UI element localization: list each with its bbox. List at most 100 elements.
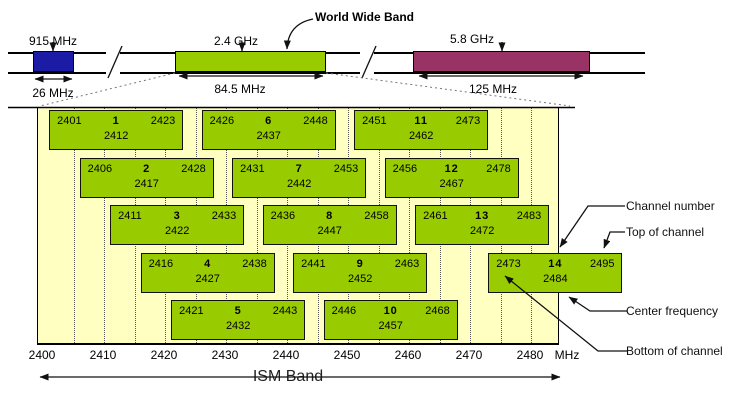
band-2.4ghz-width: 84.5 MHz [214, 82, 266, 96]
channel-box-1: 2401 1 2423 2412 [49, 110, 184, 150]
channel-7-center-freq: 2442 [286, 177, 312, 190]
channel-4-top-freq: 2438 [242, 257, 267, 270]
channel-13-center-freq: 2472 [469, 225, 495, 237]
gridline-2410 [104, 108, 105, 343]
channel-8-number: 8 [326, 210, 334, 222]
channel-1-bottom-freq: 2401 [57, 115, 82, 127]
channel-11-center-freq: 2462 [408, 130, 434, 142]
channel-3-bottom-freq: 2411 [118, 210, 142, 222]
world-wide-band-arrow [283, 18, 314, 50]
channel-8-center-freq: 2447 [317, 225, 342, 237]
channel-10-center-freq: 2457 [378, 320, 403, 332]
world-wide-band-label: World Wide Band [315, 10, 414, 24]
annotation-top-of-channel: Top of channel [626, 225, 705, 239]
channel-13-top-freq: 2483 [516, 210, 542, 222]
channel-4-center-freq: 2427 [195, 272, 220, 285]
x-tick-2400: 2400 [28, 348, 56, 362]
channel-5-top-freq: 2443 [272, 305, 298, 317]
channel-14-center-freq: 2484 [543, 272, 568, 285]
channel-6-bottom-freq: 2426 [209, 115, 235, 127]
x-tick-2430: 2430 [211, 348, 239, 362]
channel-1-number: 1 [112, 115, 120, 127]
channel-1-center-freq: 2412 [103, 130, 129, 142]
channel-2-number: 2 [143, 162, 151, 175]
x-tick-2480: 2480 [516, 348, 544, 362]
channel-13-number: 13 [475, 210, 490, 222]
channel-12-bottom-freq: 2456 [392, 162, 418, 175]
channel-10-number: 10 [383, 305, 398, 317]
channel-3-number: 3 [173, 210, 181, 222]
channel-11-top-freq: 2473 [455, 115, 481, 127]
x-tick-2450: 2450 [333, 348, 361, 362]
channel-6-center-freq: 2437 [256, 130, 281, 142]
channel-7-bottom-freq: 2431 [240, 162, 265, 175]
x-tick-2420: 2420 [150, 348, 178, 362]
channel-box-3: 2411 3 2433 2422 [110, 205, 245, 245]
channel-box-11: 2451 11 2473 2462 [354, 110, 489, 150]
channel-7-number: 7 [295, 162, 303, 175]
leader-center-frequency [568, 296, 627, 312]
leader-channel-number [559, 205, 625, 248]
channel-6-top-freq: 2448 [303, 115, 328, 127]
channel-5-number: 5 [234, 305, 242, 317]
channel-6-number: 6 [265, 115, 273, 127]
channel-8-bottom-freq: 2436 [270, 210, 296, 222]
channel-box-12: 2456 12 2478 2467 [384, 157, 519, 198]
band-915mhz-box [33, 51, 74, 72]
channel-10-bottom-freq: 2446 [331, 305, 357, 317]
channel-11-bottom-freq: 2451 [362, 115, 387, 127]
gridline-2405 [73, 108, 75, 343]
band-5.8ghz-label: 5.8 GHz [449, 32, 494, 46]
channel-9-bottom-freq: 2441 [301, 257, 326, 270]
channel-box-6: 2426 6 2448 2437 [201, 110, 336, 150]
channel-4-number: 4 [204, 257, 212, 270]
channel-14-bottom-freq: 2473 [496, 257, 521, 270]
channel-box-8: 2436 8 2458 2447 [262, 205, 397, 245]
channel-box-13: 2461 13 2483 2472 [415, 205, 550, 245]
channel-box-2: 2406 2 2428 2417 [79, 157, 214, 198]
channel-7-top-freq: 2453 [333, 162, 359, 175]
band-915mhz-width: 26 MHz [32, 86, 74, 100]
channel-box-5: 2421 5 2443 2432 [171, 300, 306, 340]
channel-9-center-freq: 2452 [347, 272, 373, 285]
channel-12-top-freq: 2478 [486, 162, 511, 175]
x-tick-2410: 2410 [89, 348, 117, 362]
annotation-bottom-of-channel: Bottom of channel [626, 344, 723, 358]
x-tick-2440: 2440 [272, 348, 300, 362]
channel-12-number: 12 [444, 162, 459, 175]
band-2.4ghz-box [175, 51, 326, 72]
channel-5-bottom-freq: 2421 [179, 305, 204, 317]
channel-box-4: 2416 4 2438 2427 [140, 252, 275, 293]
band-5.8ghz-width: 125 MHz [468, 82, 518, 96]
channel-3-center-freq: 2422 [164, 225, 190, 237]
channel-11-number: 11 [414, 115, 428, 127]
channel-2-center-freq: 2417 [134, 177, 159, 190]
annotation-channel-number: Channel number [626, 199, 715, 213]
channel-3-top-freq: 2433 [211, 210, 237, 222]
x-tick-2470: 2470 [455, 348, 483, 362]
channel-13-bottom-freq: 2461 [423, 210, 448, 222]
gridline-2435 [256, 108, 258, 343]
channel-2-bottom-freq: 2406 [87, 162, 113, 175]
channel-9-top-freq: 2463 [394, 257, 420, 270]
channel-box-7: 2431 7 2453 2442 [232, 157, 367, 198]
channel-8-top-freq: 2458 [364, 210, 389, 222]
band-915mhz-label: 915 MHz [28, 34, 78, 48]
channel-4-bottom-freq: 2416 [148, 257, 174, 270]
channel-1-top-freq: 2423 [150, 115, 176, 127]
ism-band-label: ISM Band [238, 368, 338, 386]
channel-12-center-freq: 2467 [439, 177, 464, 190]
x-tick-2460: 2460 [394, 348, 422, 362]
channel-2-top-freq: 2428 [181, 162, 206, 175]
band-5.8ghz-box [413, 51, 590, 72]
channel-10-top-freq: 2468 [425, 305, 450, 317]
leader-top-of-channel [603, 231, 625, 249]
annotation-center-frequency: Center frequency [626, 304, 719, 318]
channel-5-center-freq: 2432 [225, 320, 251, 332]
channel-14-top-freq: 2495 [590, 257, 615, 270]
gridline-2460 [409, 108, 410, 343]
